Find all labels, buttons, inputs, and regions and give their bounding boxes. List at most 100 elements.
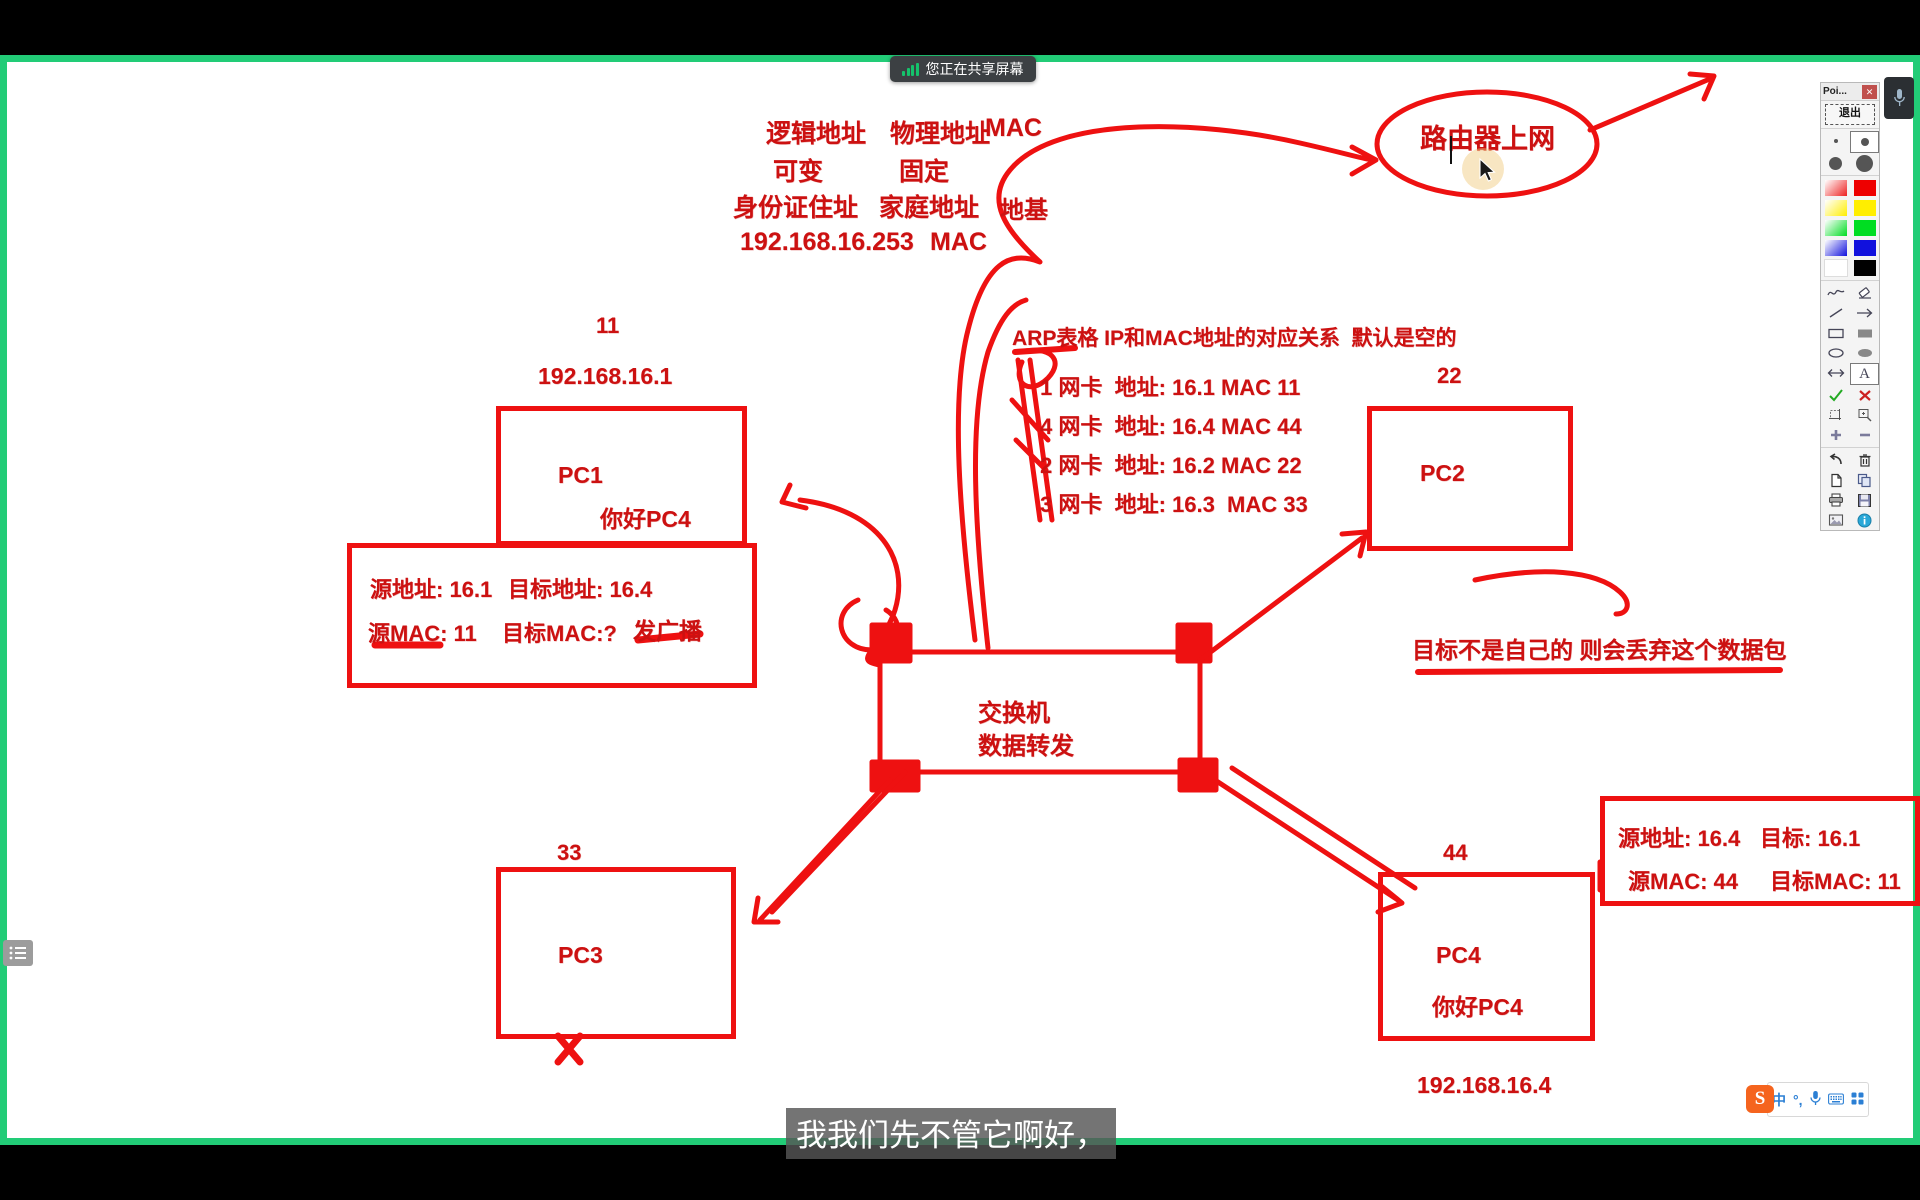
packet-left-box[interactable] — [347, 543, 757, 688]
microphone-glyph — [1893, 89, 1905, 106]
ime-punctuation-toggle[interactable]: °, — [1793, 1091, 1803, 1108]
sogou-ime-toolbar[interactable]: S 中 °, — [1746, 1082, 1869, 1117]
ellipse-icon[interactable] — [1821, 343, 1850, 363]
physical-address-label: 物理地址 — [890, 120, 991, 148]
screen-sharing-text: 您正在共享屏幕 — [925, 61, 1024, 77]
magnify-icon[interactable] — [1850, 405, 1879, 425]
packet-left-broadcast: 发广播 — [633, 618, 702, 644]
color-palette[interactable] — [1821, 178, 1879, 278]
yellow-gradient-swatch[interactable] — [1821, 198, 1850, 218]
drawing-tools-group[interactable]: A — [1821, 283, 1879, 445]
list-icon[interactable] — [3, 940, 33, 966]
pc2-discard-curve — [1472, 569, 1630, 617]
undo-icon[interactable] — [1821, 450, 1850, 470]
green-swatch[interactable] — [1850, 218, 1879, 238]
check-icon[interactable] — [1821, 385, 1850, 405]
yellow-swatch[interactable] — [1850, 198, 1879, 218]
router-uplink-arrow — [1587, 75, 1715, 133]
divider — [1821, 128, 1879, 129]
switch-label-line2: 数据转发 — [978, 733, 1074, 760]
microphone-icon[interactable] — [1884, 77, 1914, 119]
mac-label: MAC — [985, 114, 1042, 142]
pc4-mac-label: 44 — [1443, 840, 1468, 865]
stroke-size-group[interactable] — [1821, 131, 1879, 173]
packet-left-src-ip: 源地址: 16.1 — [370, 577, 493, 602]
ime-toolbox[interactable] — [1851, 1092, 1864, 1108]
text-tool-icon[interactable]: A — [1850, 363, 1879, 385]
white-swatch[interactable] — [1821, 258, 1850, 278]
filled-ellipse-icon[interactable] — [1850, 343, 1879, 363]
dot-large[interactable] — [1850, 153, 1879, 173]
black-swatch[interactable] — [1850, 258, 1879, 278]
dot-small[interactable] — [1850, 131, 1879, 153]
sogou-logo-icon[interactable]: S — [1746, 1085, 1774, 1113]
switch-to-pc3-arrow — [757, 777, 893, 923]
copy-icon[interactable] — [1850, 470, 1879, 490]
pc3-name: PC3 — [558, 942, 603, 968]
arp-row: 1 网卡 地址: 16.1 MAC 11 — [1040, 375, 1301, 400]
line-icon[interactable] — [1821, 303, 1850, 323]
packet-right-src-ip: 源地址: 16.4 — [1618, 826, 1741, 851]
pc4-message: 你好PC4 — [1432, 994, 1523, 1020]
plus-icon[interactable] — [1821, 425, 1850, 445]
close-icon[interactable]: ✕ — [1862, 84, 1877, 99]
dot-medium[interactable] — [1821, 153, 1850, 173]
annotation-toolbar[interactable]: Poi... ✕ 退出 — [1820, 82, 1880, 531]
packet-right-dst-ip: 目标: 16.1 — [1760, 826, 1861, 851]
pc4-box[interactable] — [1378, 872, 1595, 1041]
text-caret — [1450, 136, 1452, 164]
toolbar-title: Poi... — [1823, 86, 1847, 97]
blue-gradient-swatch[interactable] — [1821, 238, 1850, 258]
screen-sharing-banner: 您正在共享屏幕 — [890, 56, 1036, 82]
image-icon[interactable] — [1821, 510, 1850, 530]
dot-tiny[interactable] — [1821, 131, 1850, 151]
gateway-mac-label: MAC — [930, 228, 987, 256]
pc3-cross-mark — [554, 1032, 584, 1066]
pc2-box[interactable] — [1367, 406, 1573, 551]
save-icon[interactable] — [1850, 490, 1879, 510]
crop-icon[interactable] — [1821, 405, 1850, 425]
ime-voice-input[interactable] — [1809, 1090, 1821, 1109]
pc2-name: PC2 — [1420, 460, 1465, 486]
arrow-icon[interactable] — [1850, 303, 1879, 323]
pc3-box[interactable] — [496, 867, 736, 1039]
print-icon[interactable] — [1821, 490, 1850, 510]
divider — [1821, 175, 1879, 176]
arp-row: 3 网卡 地址: 16.3 MAC 33 — [1040, 492, 1308, 517]
packet-right-src-mac: 源MAC: 44 — [1628, 869, 1739, 894]
red-gradient-swatch[interactable] — [1821, 178, 1850, 198]
trash-icon[interactable] — [1850, 450, 1879, 470]
ime-language-toggle[interactable]: 中 — [1772, 1091, 1786, 1108]
info-icon[interactable] — [1850, 510, 1879, 530]
rectangle-icon[interactable] — [1821, 323, 1850, 343]
filled-rectangle-icon[interactable] — [1850, 323, 1879, 343]
packet-left-dst-ip: 目标地址: 16.4 — [508, 577, 653, 602]
discard-note: 目标不是自己的 则会丢弃这个数据包 — [1412, 637, 1787, 663]
ime-soft-keyboard[interactable] — [1827, 1092, 1844, 1108]
exit-button[interactable]: 退出 — [1825, 104, 1875, 125]
gateway-ip-label: 192.168.16.253 — [740, 228, 914, 256]
file-tools-group[interactable] — [1821, 450, 1879, 530]
cross-icon[interactable] — [1850, 385, 1879, 405]
divider — [1821, 280, 1879, 281]
new-page-icon[interactable] — [1821, 470, 1850, 490]
red-swatch[interactable] — [1850, 178, 1879, 198]
blue-swatch[interactable] — [1850, 238, 1879, 258]
switch-label-line1: 交换机 — [978, 700, 1050, 727]
eraser-icon[interactable] — [1850, 283, 1879, 303]
packet-left-dst-mac: 目标MAC:? — [502, 621, 617, 646]
signal-bars-icon — [902, 62, 919, 76]
green-gradient-swatch[interactable] — [1821, 218, 1850, 238]
home-address-label: 家庭地址 — [879, 194, 980, 222]
variable-label: 可变 — [773, 158, 824, 186]
double-arrow-icon[interactable] — [1821, 363, 1850, 383]
toolbar-titlebar: Poi... ✕ — [1821, 83, 1879, 101]
packet-left-src-mac: 源MAC: 11 — [368, 621, 477, 646]
minus-icon[interactable] — [1850, 425, 1879, 445]
packet-right-box[interactable] — [1600, 796, 1920, 906]
switch-to-pc2-arrow — [1197, 535, 1365, 663]
pen-icon[interactable] — [1821, 283, 1850, 303]
switch-port-2 — [1175, 622, 1213, 664]
